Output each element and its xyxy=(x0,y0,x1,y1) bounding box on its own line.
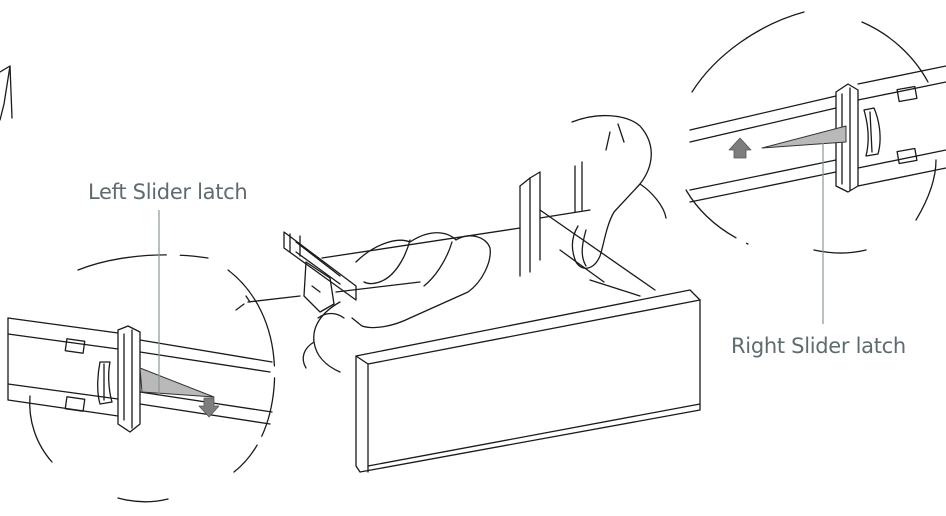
drawer-box xyxy=(321,209,656,297)
left-drawer-slide xyxy=(235,231,357,313)
drawer-front-panel xyxy=(355,289,701,473)
left-latch-lever xyxy=(139,367,215,398)
left-slider-latch-label: Left Slider latch xyxy=(88,180,248,204)
cabinet-back-panel xyxy=(519,161,583,277)
leader-lines xyxy=(158,143,824,394)
right-rail-detail xyxy=(689,65,946,203)
right-detail-callout-circle xyxy=(685,11,937,254)
up-arrow-icon xyxy=(728,137,752,159)
left-rail-detail xyxy=(7,317,273,433)
cabinet-edge-fragment xyxy=(0,65,13,121)
right-latch-lever xyxy=(761,125,847,149)
right-slider-latch-label: Right Slider latch xyxy=(731,334,906,358)
right-hand-illustration xyxy=(571,114,667,269)
down-arrow-icon xyxy=(198,397,220,418)
left-hand-illustration xyxy=(302,232,491,373)
